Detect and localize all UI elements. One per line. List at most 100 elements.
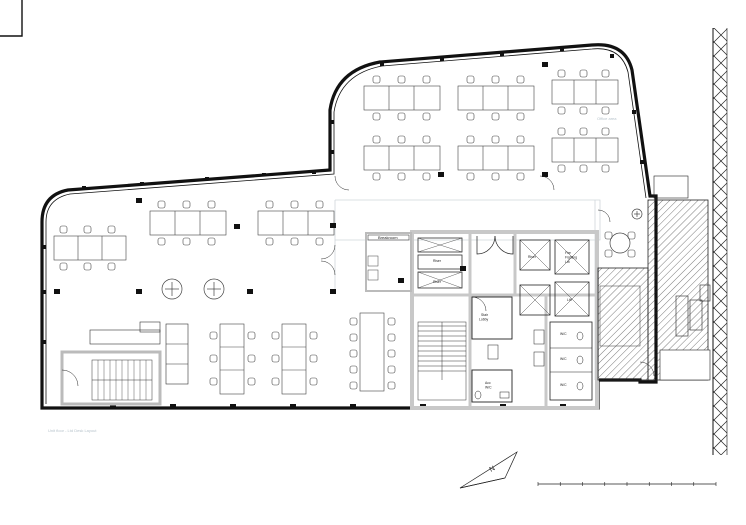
chair bbox=[516, 135, 525, 144]
chair bbox=[182, 200, 191, 209]
riser-label-b: Riser bbox=[433, 280, 442, 284]
chair bbox=[601, 69, 610, 78]
chair bbox=[271, 354, 280, 363]
breakroom: Breakroom bbox=[365, 232, 412, 292]
chair bbox=[83, 262, 92, 271]
chair bbox=[157, 200, 166, 209]
chair bbox=[397, 135, 406, 144]
chair bbox=[309, 354, 318, 363]
riser-shafts: Riser Riser bbox=[417, 237, 463, 289]
plant-equipment bbox=[653, 175, 711, 337]
chair bbox=[557, 164, 566, 173]
chair bbox=[466, 135, 475, 144]
chair bbox=[491, 112, 500, 121]
chair bbox=[349, 349, 358, 358]
chair bbox=[601, 127, 610, 136]
riser-label-a: Riser bbox=[433, 259, 442, 263]
office-chairs bbox=[59, 69, 636, 390]
structural-columns bbox=[54, 62, 548, 294]
chair bbox=[557, 69, 566, 78]
chair bbox=[557, 127, 566, 136]
chair bbox=[627, 249, 636, 258]
chair bbox=[309, 331, 318, 340]
round-tables bbox=[161, 208, 643, 300]
desk-cluster-west bbox=[53, 210, 385, 395]
north-arrow-label: N bbox=[489, 465, 497, 474]
chair bbox=[290, 237, 299, 246]
chair bbox=[207, 200, 216, 209]
chair bbox=[601, 164, 610, 173]
chair bbox=[422, 75, 431, 84]
chair bbox=[516, 112, 525, 121]
chair bbox=[107, 262, 116, 271]
chair bbox=[387, 317, 396, 326]
office-doors bbox=[320, 175, 655, 377]
chair bbox=[491, 75, 500, 84]
chair bbox=[516, 172, 525, 181]
chair bbox=[579, 69, 588, 78]
chair bbox=[397, 172, 406, 181]
chair bbox=[604, 231, 613, 240]
chair bbox=[579, 164, 588, 173]
drawing-frame-corner bbox=[0, 0, 23, 37]
chair bbox=[604, 249, 613, 258]
chair bbox=[372, 135, 381, 144]
area-note-label: Office area bbox=[597, 116, 617, 121]
chair bbox=[265, 237, 274, 246]
chair bbox=[59, 262, 68, 271]
chair bbox=[309, 377, 318, 386]
chair bbox=[372, 172, 381, 181]
chair bbox=[315, 200, 324, 209]
chair bbox=[290, 200, 299, 209]
chair bbox=[182, 237, 191, 246]
wc-block: W/C W/C W/C bbox=[487, 321, 593, 401]
wc-label-1: W/C bbox=[560, 332, 567, 336]
core-entry-doors bbox=[476, 235, 514, 255]
chair bbox=[466, 172, 475, 181]
chair bbox=[209, 354, 218, 363]
breakroom-label: Breakroom bbox=[378, 235, 398, 240]
chair bbox=[397, 75, 406, 84]
chair bbox=[627, 231, 636, 240]
chair bbox=[466, 75, 475, 84]
chair bbox=[387, 365, 396, 374]
chair bbox=[491, 135, 500, 144]
chair bbox=[265, 200, 274, 209]
chair bbox=[466, 112, 475, 121]
chair bbox=[579, 106, 588, 115]
chair bbox=[387, 349, 396, 358]
chair bbox=[516, 75, 525, 84]
chair bbox=[397, 112, 406, 121]
wc-label-3: W/C bbox=[560, 383, 567, 387]
desk-cluster-north-1 bbox=[363, 79, 619, 171]
building-core bbox=[410, 230, 599, 410]
chair bbox=[601, 106, 610, 115]
wc-label-2: W/C bbox=[560, 357, 567, 361]
north-arrow: N bbox=[459, 451, 518, 489]
chair bbox=[387, 333, 396, 342]
chair bbox=[59, 225, 68, 234]
lift-label: Lift bbox=[567, 298, 572, 302]
chair bbox=[387, 381, 396, 390]
chair bbox=[349, 365, 358, 374]
chair bbox=[422, 172, 431, 181]
chair bbox=[271, 377, 280, 386]
kitchenette-units bbox=[89, 321, 189, 385]
chair bbox=[315, 237, 324, 246]
site-boundary-wall bbox=[712, 28, 728, 455]
chair bbox=[349, 333, 358, 342]
chair bbox=[557, 106, 566, 115]
drawing-caption: Unit floor - Ltd Desk Layout bbox=[48, 428, 97, 433]
riser-label-c: Riser bbox=[528, 255, 537, 259]
chair bbox=[83, 225, 92, 234]
chair bbox=[247, 377, 256, 386]
chair bbox=[271, 331, 280, 340]
chair bbox=[579, 127, 588, 136]
window-mullions bbox=[42, 47, 644, 408]
